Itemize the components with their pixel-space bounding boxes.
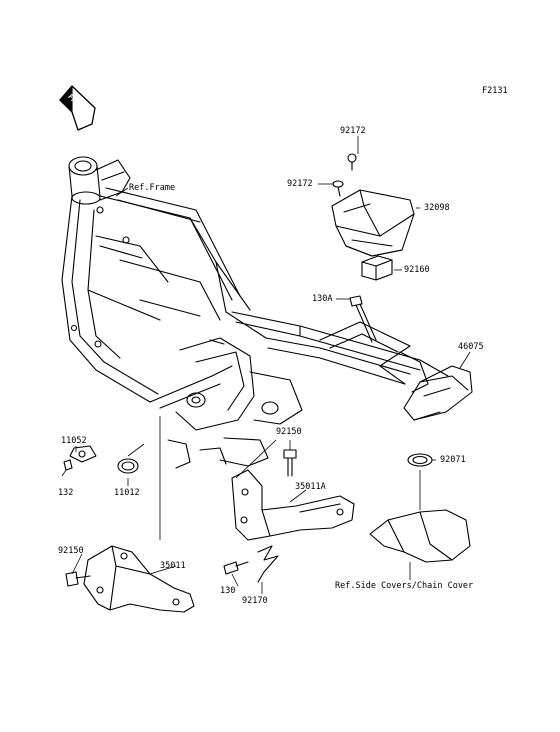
callout-92172-top: 92172 [340, 126, 366, 136]
front-arrow-icon [59, 85, 96, 131]
footrest-35011a-drawing [231, 469, 355, 541]
frame-drawing [61, 156, 449, 469]
callout-ref-side-covers: Ref.Side Covers/Chain Cover [335, 581, 474, 591]
callout-92071: 92071 [440, 455, 466, 465]
bolt-130a-drawing [349, 295, 377, 343]
callout-46075: 46075 [458, 342, 484, 352]
bolt-92150-left-drawing [65, 571, 91, 587]
callout-35011: 35011 [160, 561, 186, 571]
callout-130a: 130A [312, 294, 333, 304]
side-cover-drawing [369, 509, 471, 563]
callout-ref-frame: Ref.Frame [129, 183, 176, 193]
bracket-11052-drawing [63, 445, 97, 471]
footrest-35011-drawing [83, 545, 195, 613]
callout-11052: 11052 [61, 436, 87, 446]
callout-132: 132 [58, 488, 74, 498]
callout-130: 130 [220, 586, 236, 596]
callout-35011a: 35011A [295, 482, 326, 492]
callout-92150-mid: 92150 [276, 427, 302, 437]
leader-lines [61, 136, 471, 594]
damper-block-drawing [361, 255, 393, 281]
callout-92172-mid: 92172 [287, 179, 313, 189]
spring-92170-drawing [257, 545, 279, 583]
figure-code: F2131 [482, 86, 508, 96]
battery-case-drawing [331, 153, 415, 257]
callout-92170: 92170 [242, 596, 268, 606]
callout-32098: 32098 [424, 203, 450, 213]
callout-11012: 11012 [114, 488, 140, 498]
bolt-92150-mid-drawing [283, 449, 297, 477]
grommet-92071-drawing [407, 453, 433, 467]
callout-92160: 92160 [404, 265, 430, 275]
bolt-130-drawing [223, 561, 249, 575]
chain-guard-drawing [403, 365, 473, 421]
cap-11012-drawing [117, 458, 139, 474]
callout-92150-left: 92150 [58, 546, 84, 556]
